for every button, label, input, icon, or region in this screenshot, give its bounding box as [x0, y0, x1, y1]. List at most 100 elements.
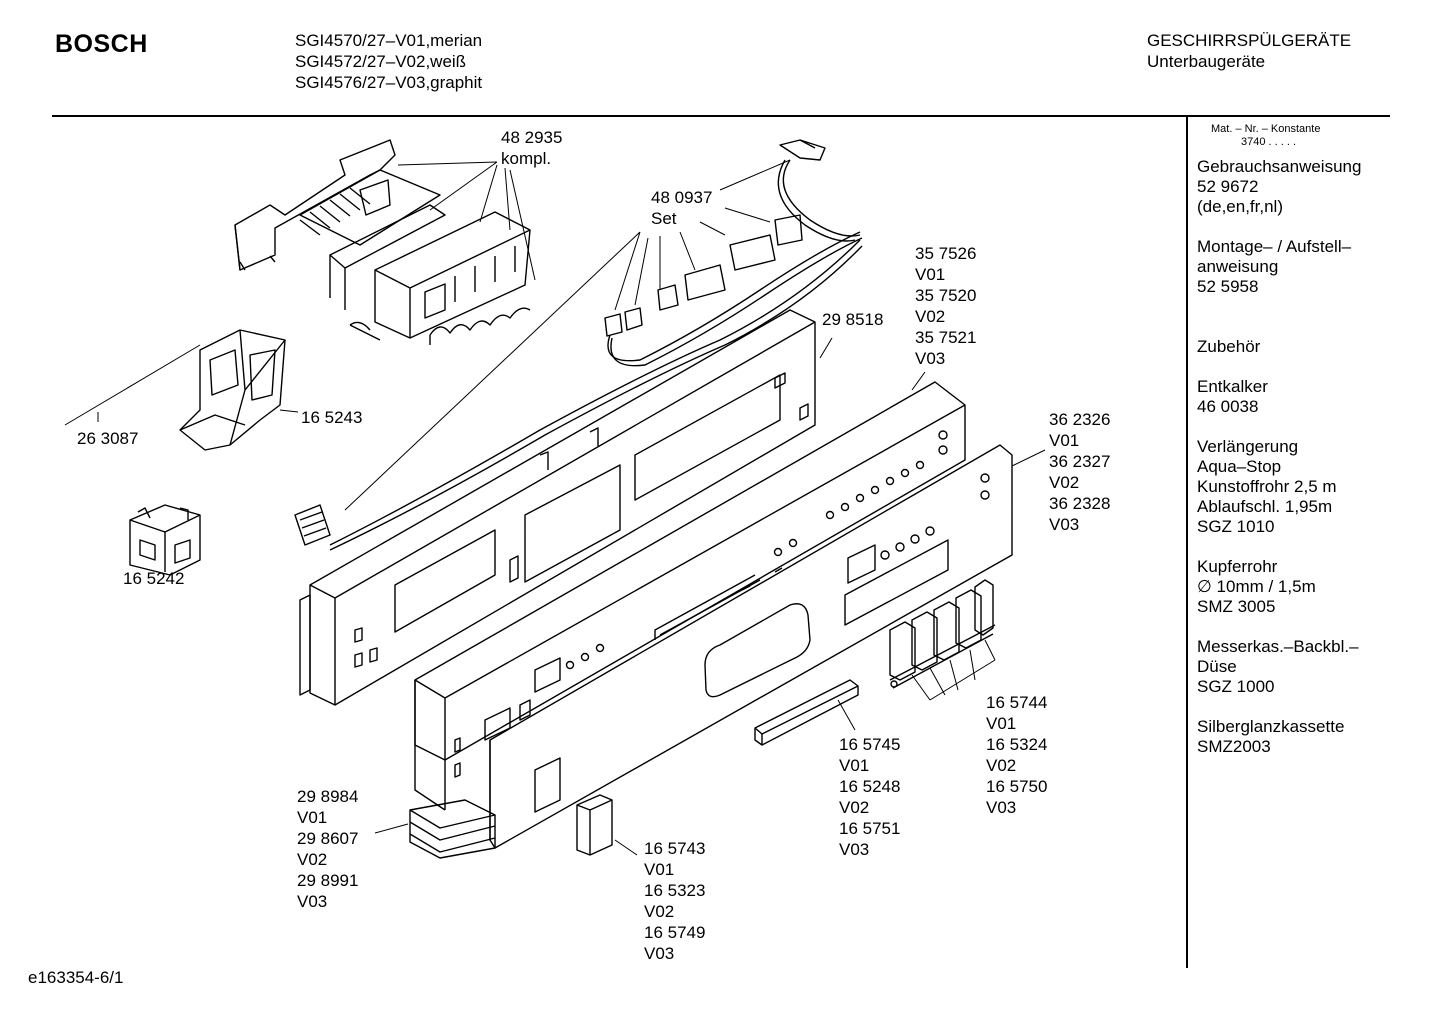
- part-number: 16 5243: [301, 408, 363, 427]
- mat-number-block: Mat. – Nr. – Konstante 3740 . . . . .: [1197, 123, 1387, 149]
- fascia-panel-362326: [489, 444, 1013, 849]
- control-panel-frame: [299, 309, 816, 706]
- part-number: 35 7520: [915, 286, 977, 305]
- part-number: 16 5749: [644, 923, 706, 942]
- leader-lines-165743: [614, 839, 638, 856]
- sidebar-group-copper-pipe: Kupferrohr ∅ 10mm / 1,5m SMZ 3005: [1197, 557, 1387, 617]
- part-label-298984: 29 8984 V01 29 8607 V02 29 8991 V03: [297, 786, 358, 912]
- sidebar-group-descaler: Entkalker 46 0038: [1197, 377, 1387, 417]
- model-list: SGI4570/27–V01,merian SGI4572/27–V02,wei…: [295, 30, 482, 93]
- sidebar-text: Messerkas.–Backbl.–: [1197, 637, 1359, 656]
- leader-lines-357526: [911, 371, 926, 391]
- part-number: 35 7526: [915, 244, 977, 263]
- part-number: 29 8607: [297, 829, 359, 848]
- part-variant: V02: [915, 307, 946, 326]
- sidebar-text: anweisung: [1197, 257, 1279, 276]
- part-number: 36 2326: [1049, 410, 1111, 429]
- knob-block-165743: [576, 794, 613, 856]
- part-number: 29 8991: [297, 871, 359, 890]
- part-label-480937: 48 0937 Set: [651, 187, 712, 229]
- sidebar-text: Verlängerung: [1197, 437, 1299, 456]
- part-variant: V03: [986, 798, 1017, 817]
- sidebar-group-installation: Montage– / Aufstell– anweisung 52 5958: [1197, 237, 1387, 297]
- sidebar-text: Gebrauchsanweisung: [1197, 157, 1362, 176]
- part-variant: V01: [915, 265, 946, 284]
- part-variant: V01: [644, 860, 675, 879]
- button-set-165744: [889, 579, 996, 689]
- sidebar-group-nozzle: Messerkas.–Backbl.– Düse SGZ 1000: [1197, 637, 1387, 697]
- trim-strip-165745: [754, 679, 859, 746]
- sidebar-text: Zubehör: [1197, 337, 1261, 356]
- part-variant: V01: [986, 714, 1017, 733]
- model-line: SGI4576/27–V03,graphit: [295, 73, 483, 92]
- part-number: 16 5745: [839, 735, 901, 754]
- part-variant: V01: [839, 756, 870, 775]
- brand-logo: BOSCH: [55, 30, 148, 58]
- leader-lines-263087: [64, 344, 299, 426]
- sidebar-text: Montage– / Aufstell–: [1197, 237, 1352, 256]
- wiring-harness: [294, 139, 863, 551]
- sidebar-group-extension: Verlängerung Aqua–Stop Kunstoffrohr 2,5 …: [1197, 437, 1387, 537]
- exploded-view-drawing: [64, 139, 1046, 859]
- sidebar-text: SGZ 1000: [1197, 677, 1275, 696]
- accessories-sidebar: Mat. – Nr. – Konstante 3740 . . . . . Ge…: [1197, 123, 1387, 777]
- part-number: 16 5323: [644, 881, 706, 900]
- part-label-482935: 48 2935 kompl.: [501, 127, 562, 169]
- part-variant: V03: [297, 892, 328, 911]
- sidebar-text: 52 9672: [1197, 177, 1259, 196]
- leader-lines-165745: [837, 699, 856, 731]
- part-number: 16 5324: [986, 735, 1048, 754]
- part-number: 29 8984: [297, 787, 359, 806]
- model-line: SGI4572/27–V02,weiß: [295, 52, 467, 71]
- part-variant: V02: [644, 902, 675, 921]
- part-number: 36 2328: [1049, 494, 1111, 513]
- part-number: 16 5248: [839, 777, 901, 796]
- sidebar-text: Düse: [1197, 657, 1237, 676]
- sidebar-text: Kunstoffrohr 2,5 m: [1197, 477, 1337, 496]
- sidebar-text: Aqua–Stop: [1197, 457, 1282, 476]
- sidebar-group-accessories: Zubehör: [1197, 337, 1387, 357]
- category-heading: GESCHIRRSPÜLGERÄTE Unterbaugeräte: [1147, 30, 1351, 72]
- spacer-stack-298984: [409, 799, 496, 859]
- sidebar-divider: [1186, 116, 1188, 968]
- sidebar-text: 46 0038: [1197, 397, 1259, 416]
- sidebar-text: SMZ 3005: [1197, 597, 1276, 616]
- part-variant: V03: [644, 944, 675, 963]
- leader-lines-482935: [397, 161, 536, 281]
- mat-value: 3740 . . . . .: [1241, 136, 1297, 148]
- sidebar-text: (de,en,fr,nl): [1197, 197, 1283, 216]
- part-variant: V02: [1049, 473, 1080, 492]
- part-variant: V02: [839, 798, 870, 817]
- mat-label: Mat. – Nr. – Konstante: [1211, 123, 1321, 135]
- part-variant: V03: [1049, 515, 1080, 534]
- sidebar-text: Entkalker: [1197, 377, 1268, 396]
- control-module-assembly: [234, 139, 531, 345]
- leader-lines-298518: [819, 337, 833, 359]
- part-number: 36 2327: [1049, 452, 1111, 471]
- part-label-165242: 16 5242: [123, 568, 184, 589]
- front-panel-357526: [414, 381, 966, 811]
- model-line: SGI4570/27–V01,merian: [295, 31, 483, 50]
- part-note: Set: [651, 209, 677, 228]
- leader-lines-480937: [344, 159, 791, 511]
- leader-lines-362326: [1011, 449, 1046, 467]
- part-number: 26 3087: [77, 429, 139, 448]
- part-variant: V01: [297, 808, 328, 827]
- part-label-165743: 16 5743 V01 16 5323 V02 16 5749 V03: [644, 838, 705, 964]
- part-label-165745: 16 5745 V01 16 5248 V02 16 5751 V03: [839, 734, 900, 860]
- category-title: GESCHIRRSPÜLGERÄTE: [1147, 31, 1352, 50]
- part-variant: V02: [297, 850, 328, 869]
- part-label-263087: 26 3087: [77, 428, 138, 449]
- part-number: 16 5242: [123, 569, 185, 588]
- leader-lines-165744: [911, 639, 996, 701]
- sidebar-text: SGZ 1010: [1197, 517, 1275, 536]
- part-variant: V03: [915, 349, 946, 368]
- sidebar-text: Kupferrohr: [1197, 557, 1278, 576]
- part-label-165744: 16 5744 V01 16 5324 V02 16 5750 V03: [986, 692, 1047, 818]
- switch-165242: [129, 504, 201, 576]
- part-variant: V03: [839, 840, 870, 859]
- bracket-165243: [179, 329, 286, 451]
- sidebar-text: ∅ 10mm / 1,5m: [1197, 577, 1316, 596]
- part-number: 16 5750: [986, 777, 1048, 796]
- part-number: 16 5744: [986, 693, 1048, 712]
